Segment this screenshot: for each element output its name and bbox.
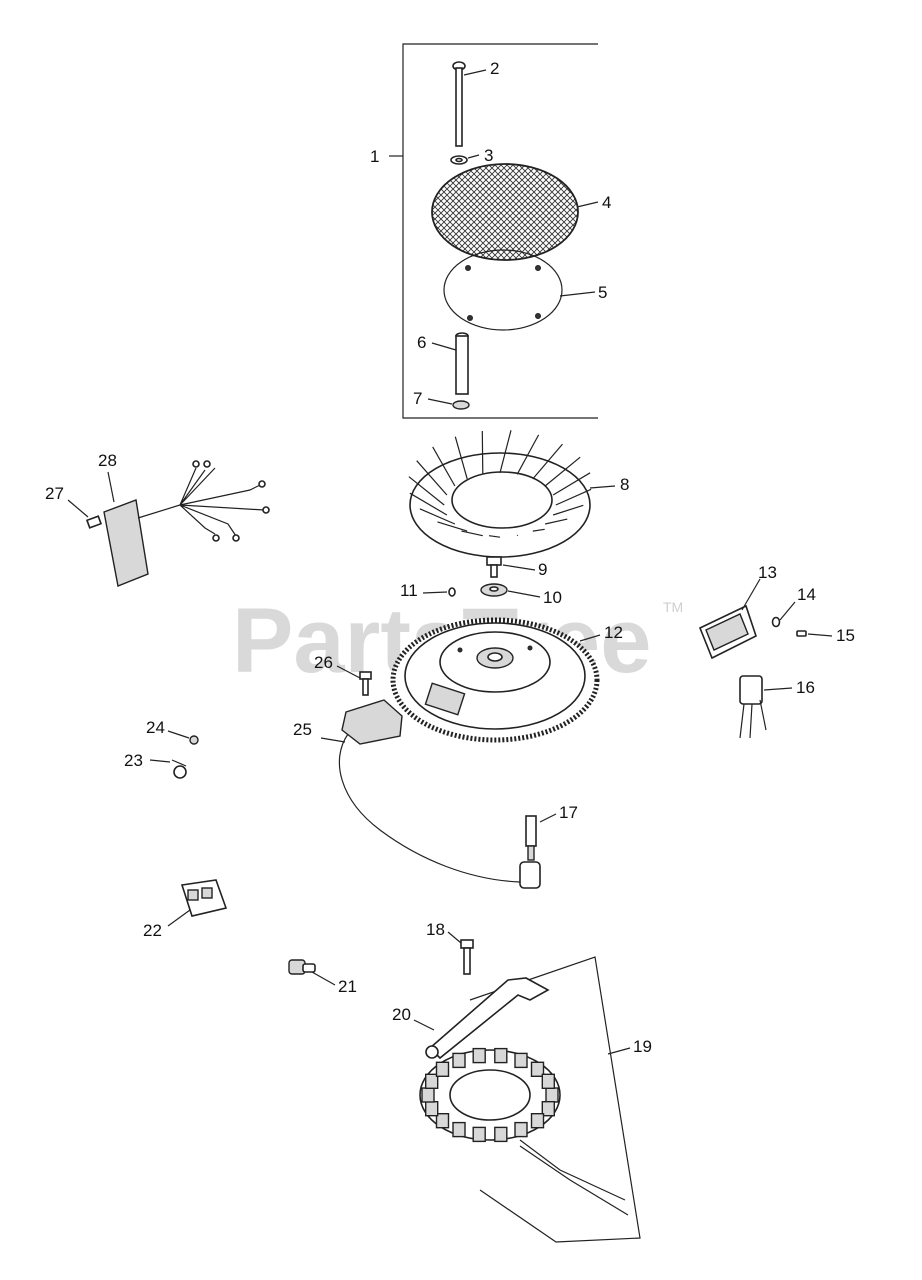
watermark-trademark: TM — [663, 599, 683, 615]
callout-28: 28 — [98, 451, 117, 470]
stator-pole — [514, 1052, 528, 1069]
callout-5: 5 — [598, 283, 607, 302]
part-17-spark-plug[interactable] — [525, 815, 537, 861]
part-21-terminal[interactable] — [288, 959, 316, 975]
part-28-regulator-harness[interactable] — [103, 460, 270, 587]
stator-pole — [472, 1047, 486, 1064]
part-7-nut[interactable] — [452, 400, 470, 410]
fan-blade — [416, 460, 448, 496]
callout-25: 25 — [293, 720, 312, 739]
callout-10: 10 — [543, 588, 562, 607]
part-12-flywheel[interactable] — [390, 617, 600, 743]
stator-pole — [541, 1100, 555, 1117]
part-19-stator[interactable] — [419, 956, 641, 1243]
stator-pole — [541, 1073, 555, 1090]
stator-pole — [494, 1047, 508, 1064]
callout-18: 18 — [426, 920, 445, 939]
callout-23: 23 — [124, 751, 143, 770]
stator-pole — [530, 1061, 545, 1078]
part-22-connector-housing[interactable] — [180, 879, 228, 917]
stator-pole — [425, 1073, 439, 1090]
callout-13: 13 — [758, 563, 777, 582]
part-4-grass-screen[interactable] — [431, 163, 579, 261]
callout-20: 20 — [392, 1005, 411, 1024]
part-9-flywheel-bolt[interactable] — [486, 556, 502, 578]
fan-blade — [409, 492, 448, 516]
callout-7: 7 — [413, 389, 422, 408]
stator-pole — [452, 1052, 466, 1069]
fan-blade — [516, 434, 540, 475]
fan-blade — [544, 456, 581, 487]
stator-pole — [421, 1087, 435, 1103]
part-24-nut[interactable] — [189, 735, 199, 745]
fan-blade — [552, 504, 584, 516]
fan-blade — [532, 528, 545, 532]
part-11-key[interactable] — [448, 587, 456, 597]
part-16-connector[interactable] — [739, 675, 767, 739]
callout-12: 12 — [604, 623, 623, 642]
callout-27: 27 — [45, 484, 64, 503]
callout-6: 6 — [417, 333, 426, 352]
part-15-screw[interactable] — [796, 630, 807, 637]
part-25-ignition-module[interactable] — [338, 699, 541, 889]
callout-22: 22 — [143, 921, 162, 940]
fan-blade — [454, 436, 468, 480]
leader-lines — [67, 69, 833, 1055]
fan-blade — [481, 430, 484, 475]
part-18-bolt[interactable] — [460, 939, 474, 975]
stator-pole — [545, 1087, 559, 1103]
stator-pole — [452, 1121, 466, 1138]
stator-pole — [494, 1126, 508, 1143]
fan-blade — [437, 521, 468, 532]
part-13-rectifier-regulator[interactable] — [698, 604, 757, 660]
part-5-retainer-ring[interactable] — [443, 249, 563, 331]
callout-21: 21 — [338, 977, 357, 996]
stator-pole — [472, 1126, 486, 1143]
callout-16: 16 — [796, 678, 815, 697]
callout-labels: 1 2 3 4 5 6 7 8 9 10 11 12 13 14 15 16 1… — [45, 59, 855, 1056]
callout-2: 2 — [490, 59, 499, 78]
fan-blade — [532, 443, 563, 480]
part-10-washer[interactable] — [480, 583, 508, 597]
part-2-stud[interactable] — [452, 61, 466, 147]
part-8-fan[interactable] — [408, 430, 592, 558]
callout-1: 1 — [370, 147, 379, 166]
fan-blade — [432, 446, 456, 487]
part-20-ground-strap[interactable] — [425, 977, 550, 1060]
callout-3: 3 — [484, 146, 493, 165]
fan-blade — [516, 534, 519, 537]
fan-blade — [419, 508, 456, 525]
stator-pole — [514, 1121, 528, 1138]
callout-11: 11 — [400, 581, 418, 600]
fan-blade — [552, 472, 591, 496]
callout-17: 17 — [559, 803, 578, 822]
stator-pole — [435, 1112, 450, 1129]
callout-15: 15 — [836, 626, 855, 645]
stator-pole — [425, 1100, 439, 1117]
callout-24: 24 — [146, 718, 165, 737]
fan-blade — [488, 535, 501, 538]
part-6-spacer[interactable] — [455, 332, 469, 395]
part-23-terminal[interactable] — [171, 759, 187, 779]
part-3-washer[interactable] — [450, 155, 468, 165]
fan-blade — [499, 430, 512, 473]
callout-9: 9 — [538, 560, 547, 579]
fan-blade — [461, 530, 483, 537]
screen-kit-bracket — [402, 43, 598, 419]
stator-pole — [435, 1061, 450, 1078]
part-14-nut[interactable] — [771, 616, 781, 628]
callout-14: 14 — [797, 585, 816, 604]
callout-8: 8 — [620, 475, 629, 494]
callout-19: 19 — [633, 1037, 652, 1056]
stator-pole — [530, 1112, 545, 1129]
callout-26: 26 — [314, 653, 333, 672]
part-26-screw[interactable] — [359, 671, 372, 696]
fan-blade — [544, 518, 568, 525]
fan-blade — [408, 476, 445, 506]
fan-blade — [555, 488, 592, 506]
part-27-screw[interactable] — [85, 515, 103, 529]
callout-4: 4 — [602, 193, 611, 212]
